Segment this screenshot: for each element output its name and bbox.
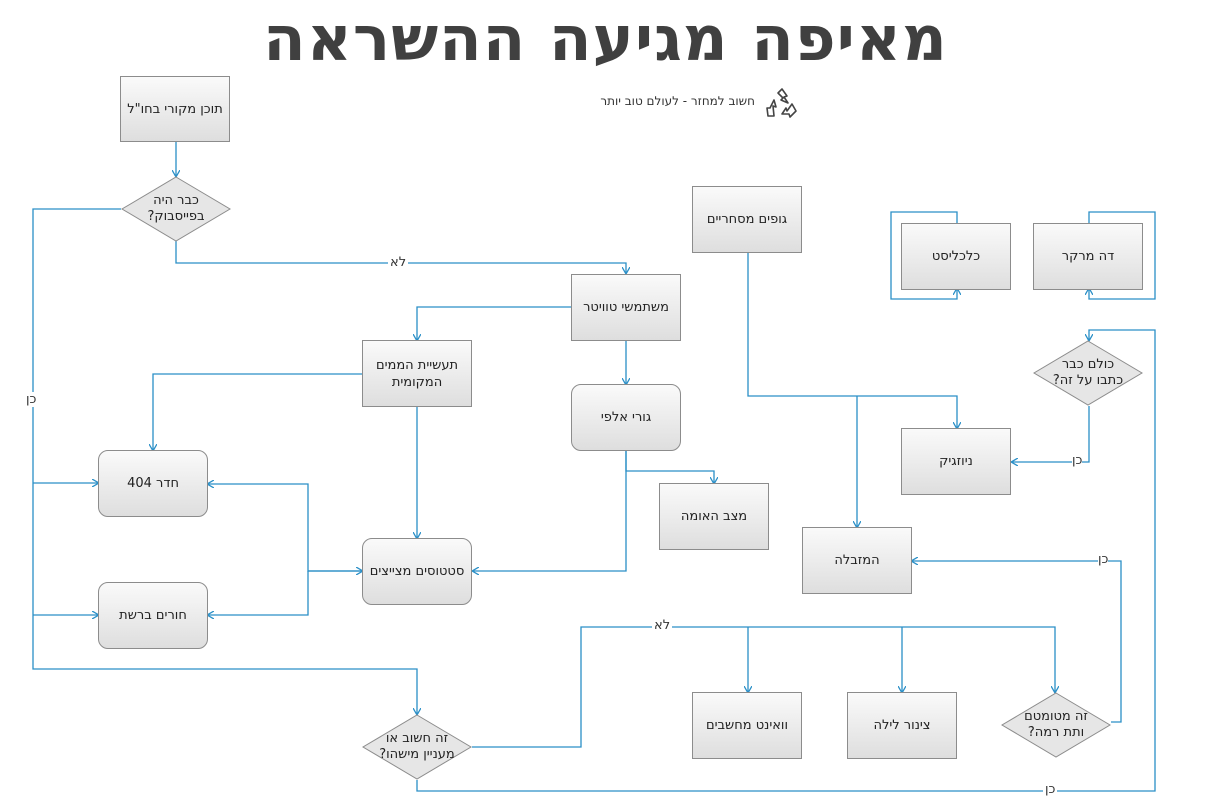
- edge-label-yes: כן: [1072, 453, 1083, 468]
- node-garbage: המזבלה: [802, 527, 912, 594]
- node-label: תוכן מקורי בחו"ל: [127, 101, 223, 117]
- edge-guri-to-nation: [625, 451, 714, 483]
- node-label: סטטוסים מצייצים: [369, 564, 465, 579]
- node-economist: כלכליסט: [901, 223, 1011, 290]
- node-label: דה מרקר: [1061, 249, 1115, 264]
- edge-label-no: לא: [388, 255, 409, 270]
- edge-label-no: לא: [652, 618, 673, 633]
- node-twitter-users: משתמשי טוויטר: [571, 274, 681, 341]
- node-important-or-interesting: זה חשוב או מעניין מישהו?: [362, 714, 472, 780]
- subtitle: חשוב למחזר - לעולם טוב יותר: [600, 94, 755, 108]
- node-label: גופים מסחריים: [706, 212, 788, 227]
- node-already-written: כולם כבר כתבו על זה?: [1033, 340, 1143, 406]
- node-foreign-content: תוכן מקורי בחו"ל: [120, 76, 230, 142]
- recycle-icon: [764, 86, 800, 122]
- node-label: צינור לילה: [873, 718, 931, 733]
- node-label: חדר 404: [127, 476, 179, 491]
- node-local-memes: תעשיית הממים המקומית: [362, 340, 472, 407]
- node-label: מצב האומה: [680, 509, 748, 524]
- node-nuzhik: ניוזגיק: [901, 428, 1011, 495]
- node-night-pipe: צינור לילה: [847, 692, 957, 759]
- node-label: זה מטומטם ותת רמה?: [1024, 709, 1088, 740]
- node-flaunting-statuses: סטטוסים מצייצים: [362, 538, 472, 605]
- node-label: תעשיית הממים המקומית: [375, 357, 459, 390]
- edge-facebook-yes-trunk: [32, 208, 417, 714]
- page-title: מאיפה מגיעה ההשראה: [263, 2, 948, 75]
- node-label: חורים ברשת: [119, 608, 187, 623]
- edge-twitter-to-memes: [417, 306, 571, 340]
- node-the-marker: דה מרקר: [1033, 223, 1143, 290]
- node-label: כולם כבר כתבו על זה?: [1052, 357, 1124, 388]
- edge-statuses-to-holes: [208, 571, 309, 615]
- node-was-on-facebook: כבר היה בפייסבוק?: [121, 176, 231, 242]
- edge-memes-to-404: [153, 373, 362, 450]
- node-is-it-stupid: זה מטומטם ותת רמה?: [1001, 692, 1111, 758]
- node-label: זה חשוב או מעניין מישהו?: [379, 731, 455, 762]
- edge-label-yes: כן: [1098, 552, 1109, 567]
- node-state-of-nation: מצב האומה: [659, 483, 769, 550]
- edge-important-yes-loop: [416, 329, 1156, 792]
- edge-guri-to-statuses: [473, 451, 627, 571]
- edge-important-no-bus: [472, 626, 1055, 748]
- edge-label-yes: כן: [26, 392, 37, 407]
- node-room-404: חדר 404: [98, 450, 208, 517]
- node-label: משתמשי טוויטר: [583, 300, 669, 315]
- node-waint-computers: וואינט מחשבים: [692, 692, 802, 759]
- node-web-holes: חורים ברשת: [98, 582, 208, 649]
- edge-statuses-to-404: [208, 484, 362, 572]
- node-label: המזבלה: [834, 553, 880, 568]
- edge-economist-loop: [890, 211, 957, 300]
- node-label: כבר היה בפייסבוק?: [147, 193, 205, 224]
- edge-commercial-to-nuzhik: [747, 253, 957, 428]
- edge-stupid-yes-to-garbage: [912, 561, 1122, 723]
- node-label: גורי אלפי: [600, 410, 652, 425]
- node-label: כלכליסט: [931, 249, 981, 264]
- edge-themarker-loop: [1089, 211, 1156, 300]
- node-label: ניוזגיק: [939, 454, 973, 469]
- node-commercial-bodies: גופים מסחריים: [692, 186, 802, 253]
- node-guri-alfi: גורי אלפי: [571, 384, 681, 451]
- edge-label-yes: כן: [1043, 782, 1058, 797]
- edge-written-yes-to-nuzhik: [1012, 406, 1090, 462]
- node-label: וואינט מחשבים: [705, 718, 789, 733]
